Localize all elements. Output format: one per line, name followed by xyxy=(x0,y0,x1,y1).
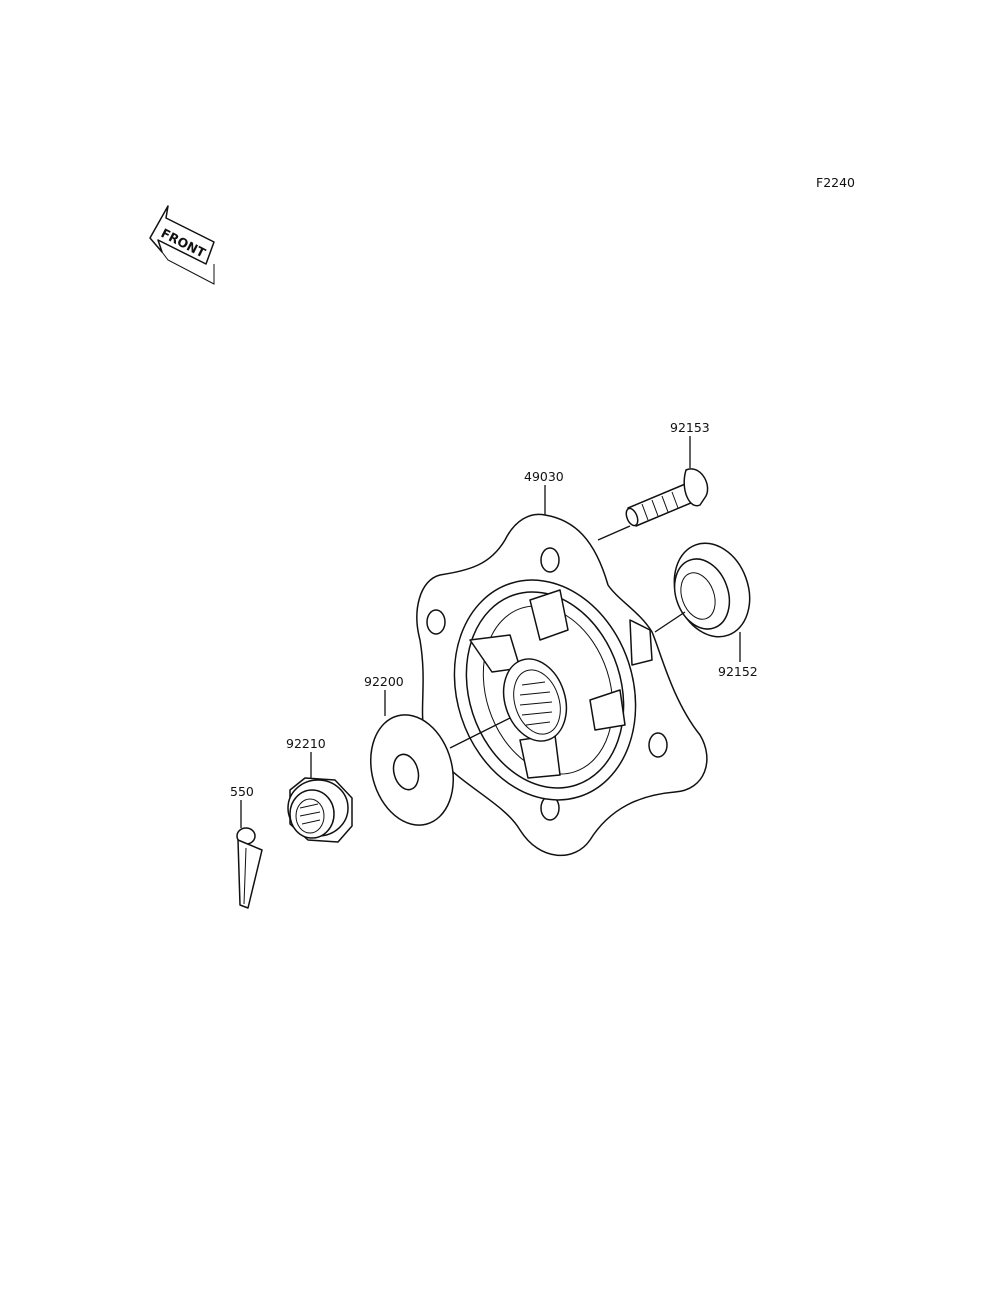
part-label-92152: 92152 xyxy=(718,664,758,679)
castle-nut-92210 xyxy=(287,777,353,843)
wheel-stud-92153 xyxy=(625,468,709,527)
front-arrow-icon: FRONT xyxy=(149,205,215,285)
part-label-92200: 92200 xyxy=(364,674,404,689)
figure-code: F2240 xyxy=(816,175,855,190)
cotter-pin-550 xyxy=(236,827,263,909)
washer-92200 xyxy=(369,714,455,826)
part-label-92210: 92210 xyxy=(286,736,326,751)
part-label-49030: 49030 xyxy=(524,469,564,484)
seal-92152 xyxy=(673,542,751,638)
part-label-92153: 92153 xyxy=(670,420,710,435)
part-label-550: 550 xyxy=(230,784,254,799)
hub-49030 xyxy=(416,513,708,856)
